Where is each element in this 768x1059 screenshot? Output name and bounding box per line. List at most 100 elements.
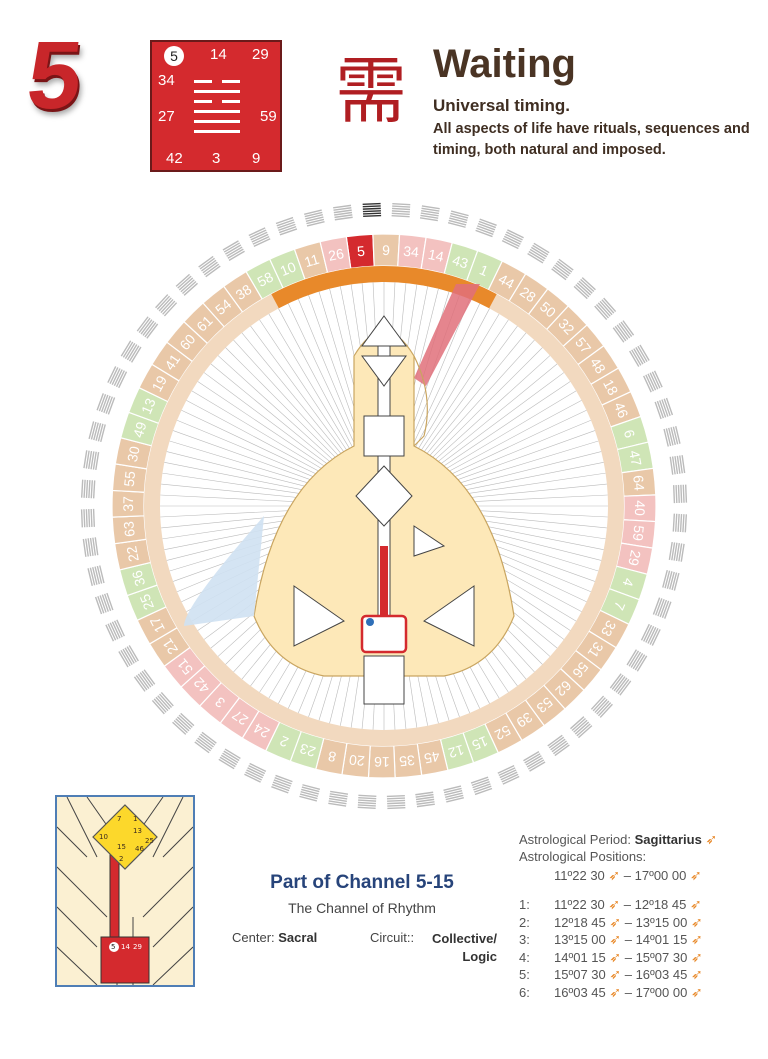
- hex-bottom-left: 42: [166, 150, 183, 167]
- wheel-hexagram-mark: [118, 645, 139, 668]
- wheel-hexagram-mark: [333, 204, 353, 221]
- positions-table: 1:11º22 30 ➶ – 12º18 45 ➶2:12º18 45 ➶ – …: [519, 896, 703, 1001]
- wheel-hexagram-mark: [80, 508, 96, 528]
- wheel-hexagram-mark: [470, 776, 493, 796]
- wheel-gate-label: 48: [587, 355, 609, 377]
- wheel-hexagram-mark: [386, 794, 406, 810]
- sagittarius-icon: ➶: [609, 931, 622, 947]
- wheel-gate-label: 59: [630, 525, 648, 542]
- sagittarius-icon: ➶: [690, 948, 703, 965]
- wheel-hexagram-mark: [328, 790, 349, 807]
- inset-gate-7: 7: [117, 815, 122, 823]
- wheel-hexagram-mark: [447, 210, 469, 228]
- center-value: Sacral: [278, 930, 318, 945]
- wheel-hexagram-mark: [299, 784, 321, 802]
- sagittarius-icon: ➶: [609, 948, 622, 965]
- line-from: 15º07 30: [554, 967, 606, 982]
- wheel-hexagram-mark: [668, 541, 685, 562]
- wheel-gate-label: 9: [382, 242, 390, 258]
- wheel-gate-label: 18: [600, 377, 621, 398]
- channel-title: Part of Channel 5-15: [270, 872, 454, 893]
- wheel-gate-label: 8: [326, 748, 337, 765]
- wheel-hexagram-mark: [662, 569, 680, 591]
- wheel-hexagram-mark: [155, 294, 178, 317]
- range-start: 11º22 30: [554, 868, 605, 883]
- sagittarius-icon: ➶: [689, 896, 702, 912]
- channel-inset: 7 1 13 10 15 2 46 25 5 14 29: [55, 795, 195, 987]
- wheel-gate-label: 29: [625, 549, 644, 568]
- hex-mid-right: 59: [260, 108, 277, 125]
- wheel-hexagram-mark: [222, 240, 245, 261]
- wheel-gate-label: 11: [302, 251, 321, 271]
- wheel-gate-label: 12: [446, 742, 466, 762]
- wheel-gate-label: 49: [130, 420, 150, 440]
- line-to: 14º01 15: [635, 932, 688, 947]
- wheel-hexagram-mark: [609, 673, 632, 696]
- hexagram-box: 5 14 29 34 27 59 42 3 9: [150, 40, 282, 172]
- circuit-value-1: Collective/: [431, 931, 497, 946]
- center-info: Center: Sacral: [232, 930, 317, 945]
- wheel-gate-label: 58: [255, 268, 276, 289]
- wheel-hexagram-mark: [475, 218, 497, 238]
- wheel-hexagram-mark: [663, 426, 681, 447]
- wheel-hexagram-mark: [87, 565, 105, 586]
- circuit-label: Circuit::: [370, 930, 415, 945]
- chinese-character-icon: 需: [335, 49, 407, 128]
- wheel-gate-label: 25: [136, 592, 157, 613]
- wheel-gate-label: 39: [513, 709, 535, 731]
- wheel-hexagram-mark: [83, 450, 100, 471]
- wheel-gate-label: 10: [278, 258, 299, 279]
- wheel-gate-label: 43: [450, 252, 470, 272]
- sagittarius-icon: ➶: [609, 913, 622, 930]
- wheel-hexagram-mark: [669, 455, 686, 475]
- wheel-gate-label: 5: [356, 243, 365, 260]
- line-from: 14º01 15: [554, 949, 606, 965]
- hex-bottom-right: 9: [252, 150, 261, 167]
- gate-number: 5: [22, 22, 88, 129]
- hex-mid-left: 27: [158, 108, 175, 125]
- wheel-hexagram-mark: [652, 597, 672, 619]
- inset-gate-1: 1: [133, 815, 138, 823]
- sagittarius-icon: ➶: [690, 983, 703, 1000]
- wheel-gate-label: 45: [423, 748, 442, 767]
- wheel-gate-label: 28: [517, 283, 539, 305]
- wheel-hexagram-mark: [304, 209, 325, 227]
- position-row: 2:12º18 45 ➶ – 13º15 00 ➶: [519, 913, 703, 930]
- line-from: 11º22 30: [554, 897, 605, 912]
- line-number: 6:: [519, 984, 530, 1000]
- wheel-gate-label: 17: [146, 614, 167, 635]
- wheel-gate-label: 63: [120, 520, 137, 537]
- wheel-hexagram-mark: [527, 242, 550, 264]
- position-row: 3:13º15 00 ➶ – 14º01 15 ➶: [519, 931, 703, 947]
- wheel-gate-label: 14: [427, 246, 446, 265]
- center-label: Center:: [232, 930, 275, 945]
- wheel-gate-label: 27: [229, 707, 251, 729]
- circuit-value-2: Logic: [462, 949, 497, 964]
- wheel-hexagram-mark: [244, 762, 267, 783]
- wheel-gate-label: 52: [492, 722, 513, 743]
- inset-gate-10: 10: [99, 833, 108, 841]
- inset-sacral-5: 5: [111, 943, 116, 951]
- hex-top-right: 29: [252, 46, 269, 63]
- line-number: 1:: [519, 897, 530, 912]
- wheel-gate-label: 44: [496, 270, 518, 292]
- wheel-gate-label: 35: [398, 752, 415, 769]
- wheel-hexagram-mark: [218, 748, 241, 770]
- wheel-gate-label: 19: [148, 373, 170, 395]
- wheel-gate-label: 40: [632, 500, 648, 516]
- line-to: 13º15 00: [635, 914, 688, 930]
- gate-badge: 5: [164, 46, 184, 66]
- wheel-gate-label: 21: [159, 635, 181, 657]
- wheel-hexagram-mark: [626, 649, 648, 672]
- wheel-gate-label: 31: [585, 639, 607, 661]
- inset-bodygraph: [57, 797, 193, 985]
- positions-label: Astrological Positions:: [519, 849, 647, 864]
- inset-gate-2: 2: [119, 855, 124, 863]
- wheel-gate-label: 64: [630, 475, 647, 492]
- page-subtitle: Universal timing.: [433, 96, 570, 115]
- wheel-hexagram-mark: [501, 229, 524, 250]
- sagittarius-icon: ➶: [608, 896, 621, 912]
- wheel-gate-label: 46: [611, 400, 632, 421]
- wheel-gate-label: 34: [403, 243, 420, 261]
